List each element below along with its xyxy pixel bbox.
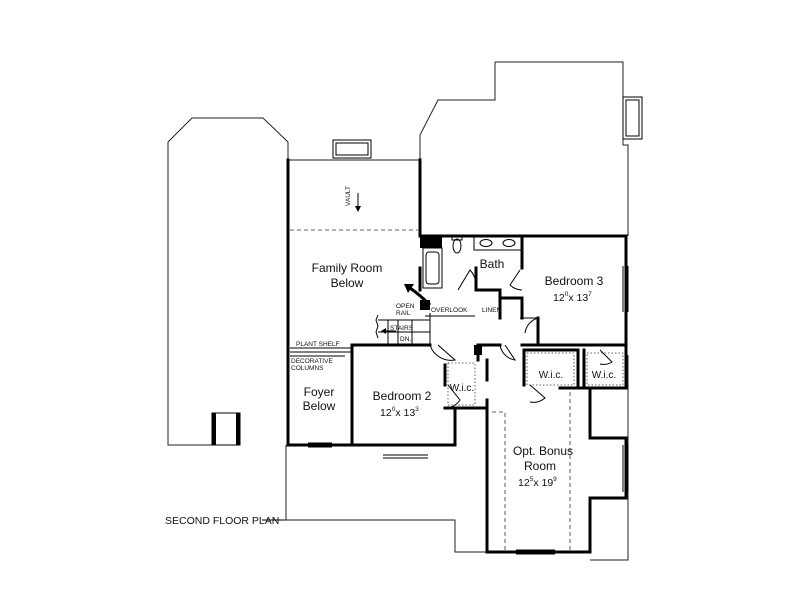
bonus-label-1: Opt. Bonus <box>513 444 573 458</box>
overlook-label: OVERLOOK <box>431 307 468 314</box>
chimney-vent-icon <box>332 139 372 159</box>
foyer-label-1: Foyer <box>304 385 335 399</box>
open-rail-label-1: OPEN <box>396 303 415 310</box>
stairs-arrow-icon <box>381 328 396 334</box>
roof-outline <box>167 61 629 561</box>
plan-title: SECOND FLOOR PLAN <box>165 515 279 527</box>
family-room-label-1: Family Room <box>312 261 383 275</box>
dn-label: DN. <box>400 336 411 343</box>
family-room-label-2: Below <box>331 276 364 290</box>
bedroom3-label: Bedroom 3 <box>545 274 604 288</box>
bedroom2-label: Bedroom 2 <box>373 389 432 403</box>
decorative-columns-label-2: COLUMNS <box>291 365 324 372</box>
chimney-icon <box>622 96 643 140</box>
bath-label: Bath <box>480 257 505 271</box>
wic-bedroom3-left-label: W.i.c. <box>539 370 563 381</box>
stairs-label: STAIRS <box>390 325 414 332</box>
plant-shelf-label: PLANT SHELF <box>296 341 340 348</box>
bedroom3-dimensions: 120x 137 <box>553 291 592 304</box>
bedroom2-dimensions: 120x 133 <box>380 406 419 419</box>
stairs <box>375 313 475 346</box>
bonus-dimensions: 125x 199 <box>518 476 557 489</box>
foyer-label-2: Below <box>303 399 336 413</box>
wic-bedroom3-right-label: W.i.c. <box>592 370 616 381</box>
overlook-arrow-icon <box>404 284 432 307</box>
fixtures <box>290 229 629 555</box>
decorative-columns-label-1: DECORATIVE <box>291 358 333 365</box>
doors <box>429 269 613 409</box>
vault-label: VAULT <box>345 186 352 206</box>
bonus-label-2: Room <box>524 459 556 473</box>
open-rail-label-2: RAIL <box>396 310 411 317</box>
vault-arrow-icon <box>355 193 361 212</box>
wic-bedroom2-label: W.i.c. <box>450 383 474 394</box>
linen-label: LINEN <box>482 307 501 314</box>
